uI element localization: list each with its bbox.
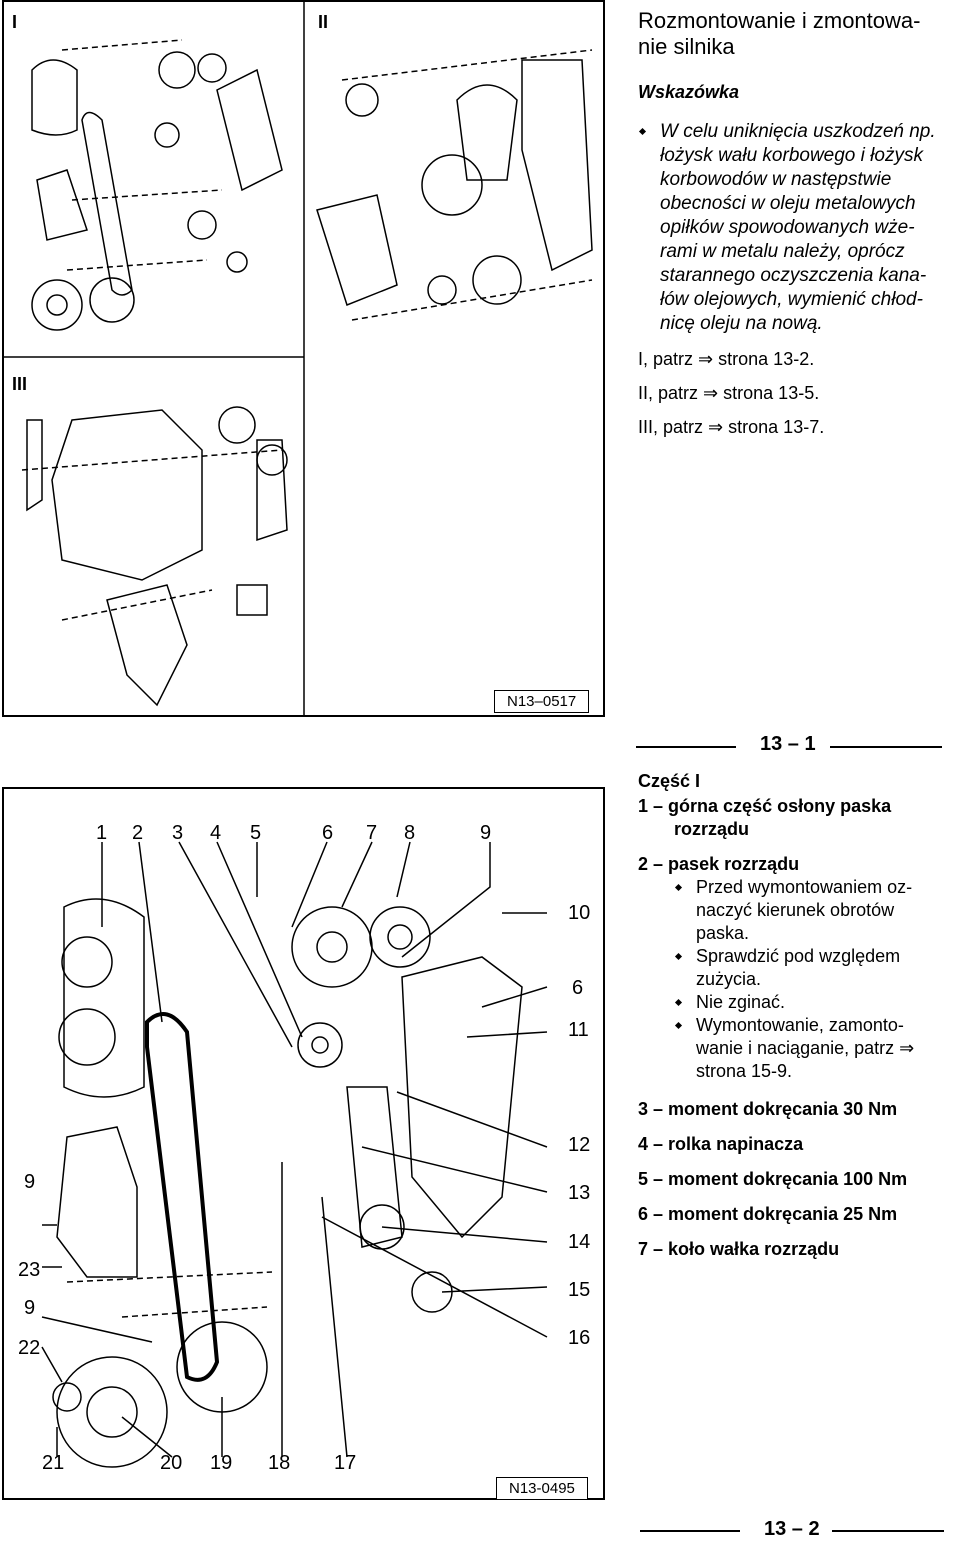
figure-reference: N13-0495 (496, 1477, 588, 1500)
callout-17: 17 (334, 1452, 357, 1474)
page-title: Rozmontowanie i zmontowa- nie silnika (638, 8, 921, 59)
bottom-figure-frame: 1 2 3 4 5 6 7 8 9 10 6 11 12 13 14 15 16… (2, 787, 605, 1500)
callout-8: 8 (404, 822, 416, 844)
callout-9-left-upper: 9 (24, 1171, 36, 1193)
callout-7: 7 (366, 822, 378, 844)
part-item-3: 3 – moment dokręcania 30 Nm (638, 1099, 898, 1119)
callout-1: 1 (96, 822, 108, 844)
ref-line-ii[interactable]: II, patrz ⇒ strona 13-5. (638, 383, 820, 403)
part-item-1: 1 – górna część osłony paska rozrządu (638, 796, 892, 839)
parts-heading: Część I (638, 771, 701, 791)
callout-2: 2 (132, 822, 144, 844)
page-number-footer-rule-right (832, 1530, 944, 1532)
callout-16: 16 (568, 1327, 591, 1349)
bullet-mark-direction: Przed wymontowaniem oz- naczyć kierunek … (674, 876, 954, 945)
top-figure-frame: I II III N13–0517 (2, 0, 605, 717)
callout-22: 22 (18, 1337, 41, 1359)
panel-label-ii: II (318, 12, 329, 32)
arrow-icon: ⇒ (698, 349, 714, 369)
part-item-4: 4 – rolka napinacza (638, 1134, 804, 1154)
arrow-icon: ⇒ (703, 383, 719, 403)
callout-5: 5 (250, 822, 262, 844)
bottom-figure-drawing (41, 841, 548, 1468)
panel-label-iii: III (12, 374, 28, 394)
page-number-13-2: 13 – 2 (764, 1518, 820, 1540)
part-item-7: 7 – koło wałka rozrządu (638, 1239, 840, 1259)
part-item-6: 6 – moment dokręcania 25 Nm (638, 1204, 898, 1224)
ref-line-i[interactable]: I, patrz ⇒ strona 13-2. (638, 349, 815, 369)
page-number-header-rule-right (830, 746, 942, 748)
callout-18: 18 (268, 1452, 291, 1474)
bullet-removal-ref: Wymontowanie, zamonto- wanie i naciągani… (674, 1014, 954, 1083)
callout-21: 21 (42, 1452, 65, 1474)
callout-12: 12 (568, 1134, 591, 1156)
note-heading: Wskazówka (638, 82, 740, 102)
callout-23: 23 (18, 1259, 41, 1281)
bullet-check-wear: Sprawdzić pod względem zużycia. (674, 945, 954, 991)
part-item-2: 2 – pasek rozrządu (638, 854, 800, 874)
part-item-5: 5 – moment dokręcania 100 Nm (638, 1169, 908, 1189)
page-number-13-1: 13 – 1 (760, 733, 816, 755)
callout-13: 13 (568, 1182, 591, 1204)
page-number-header-rule-left (636, 746, 736, 748)
callout-15: 15 (568, 1279, 591, 1301)
figure-reference: N13–0517 (494, 690, 590, 713)
parts-list: Część I 1 – górna część osłony paska roz… (638, 770, 954, 1261)
callout-11: 11 (568, 1019, 589, 1041)
ref-line-iii[interactable]: III, patrz ⇒ strona 13-7. (638, 417, 825, 437)
note-text: W celu uniknięcia uszkodzeń np. łożysk w… (638, 120, 954, 336)
callout-4: 4 (210, 822, 222, 844)
callout-10: 10 (568, 902, 591, 924)
callout-20: 20 (160, 1452, 183, 1474)
callout-19: 19 (210, 1452, 233, 1474)
bullet-no-bend: Nie zginać. (674, 991, 954, 1014)
panel-label-i: I (12, 12, 18, 32)
top-figure-drawing (2, 0, 593, 717)
right-column: Rozmontowanie i zmontowa- nie silnika Ws… (638, 8, 954, 439)
callout-6-right: 6 (572, 977, 584, 999)
page-number-footer-rule (640, 1530, 740, 1532)
callout-3: 3 (172, 822, 184, 844)
callout-6: 6 (322, 822, 334, 844)
callout-14: 14 (568, 1231, 591, 1253)
callout-9-top: 9 (480, 822, 492, 844)
arrow-icon: ⇒ (708, 417, 724, 437)
callout-9-left-lower: 9 (24, 1297, 36, 1319)
